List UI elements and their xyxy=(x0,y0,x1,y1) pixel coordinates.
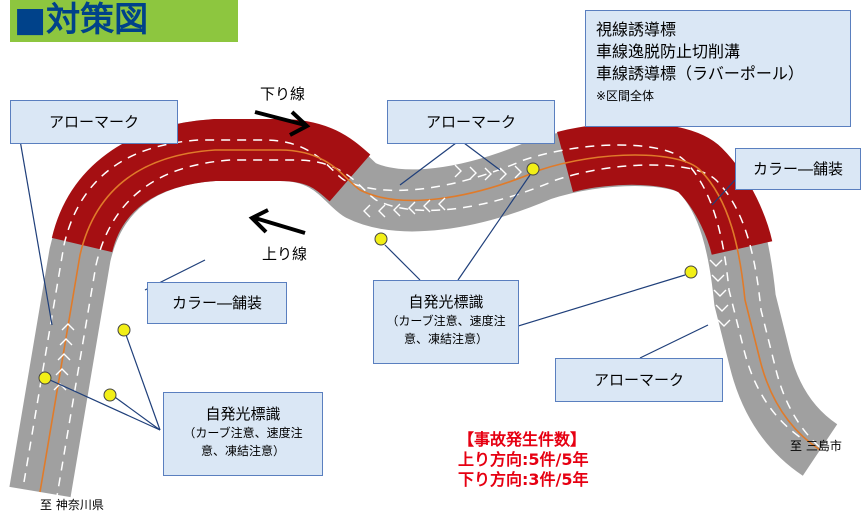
callout-label: カラー―舗装 xyxy=(171,294,262,312)
downline-label: 下り線 xyxy=(260,85,306,103)
marker-dot xyxy=(526,162,540,176)
marker-dot xyxy=(117,323,131,337)
callout-self-light-sign-center: 自発光標識 （カーブ注意、速度注 意、凍結注意） xyxy=(373,280,519,364)
callout-label: 自発光標識 xyxy=(408,293,484,311)
destination-mishima: 至 三島市 xyxy=(790,439,842,453)
destination-kanagawa: 至 神奈川県 xyxy=(40,498,104,512)
callout-self-light-sign-bottom: 自発光標識 （カーブ注意、速度注 意、凍結注意） xyxy=(163,392,323,476)
callout-detail: （カーブ注意、速度注 xyxy=(386,314,506,328)
legend-line: 車線誘導標（ラバーポール） xyxy=(596,64,804,83)
page-title: ■対策図 xyxy=(10,0,238,42)
marker-dot xyxy=(38,371,52,385)
callout-label: 自発光標識 xyxy=(205,405,281,423)
accident-down: 下り方向:3件/5年 xyxy=(458,470,589,489)
legend-note: ※区間全体 xyxy=(596,89,655,103)
marker-dot xyxy=(684,265,698,279)
accident-heading: 【事故発生件数】 xyxy=(458,430,587,449)
legend-line: 視線誘導標 xyxy=(596,20,677,39)
red-paving-left xyxy=(51,119,371,254)
arrow-marks xyxy=(53,164,731,391)
callout-arrow-mark-center: アローマーク xyxy=(387,100,555,144)
callout-color-paving-left: カラー―舗装 xyxy=(147,282,287,324)
callout-arrow-mark-right: アローマーク xyxy=(555,358,723,402)
legend-line: 車線逸脱防止切削溝 xyxy=(596,42,741,61)
self-light-markers xyxy=(38,162,698,402)
callout-label: アローマーク xyxy=(48,113,139,131)
accident-stats: 【事故発生件数】 上り方向:5件/5年 下り方向:3件/5年 xyxy=(458,430,589,490)
marker-dot xyxy=(374,232,388,246)
callout-detail: 意、凍結注意） xyxy=(200,444,285,458)
callout-detail: （カーブ注意、速度注 xyxy=(183,426,303,440)
callout-detail: 意、凍結注意） xyxy=(403,332,488,346)
callout-label: カラー―舗装 xyxy=(752,160,843,178)
road-center-line xyxy=(39,149,821,493)
countermeasure-legend: 視線誘導標 車線逸脱防止切削溝 車線誘導標（ラバーポール） ※区間全体 xyxy=(585,10,851,127)
direction-arrows xyxy=(248,110,311,235)
upline-arrow-icon xyxy=(248,208,306,235)
callout-arrow-mark-left: アローマーク xyxy=(10,100,178,144)
lane-line-inner xyxy=(55,159,837,503)
callout-label: アローマーク xyxy=(593,371,684,389)
marker-dot xyxy=(103,388,117,402)
accident-up: 上り方向:5件/5年 xyxy=(458,450,589,469)
downline-arrow-icon xyxy=(254,110,311,137)
upline-label: 上り線 xyxy=(262,245,308,263)
callout-color-paving-right: カラー―舗装 xyxy=(735,148,861,190)
callout-label: アローマーク xyxy=(425,113,516,131)
